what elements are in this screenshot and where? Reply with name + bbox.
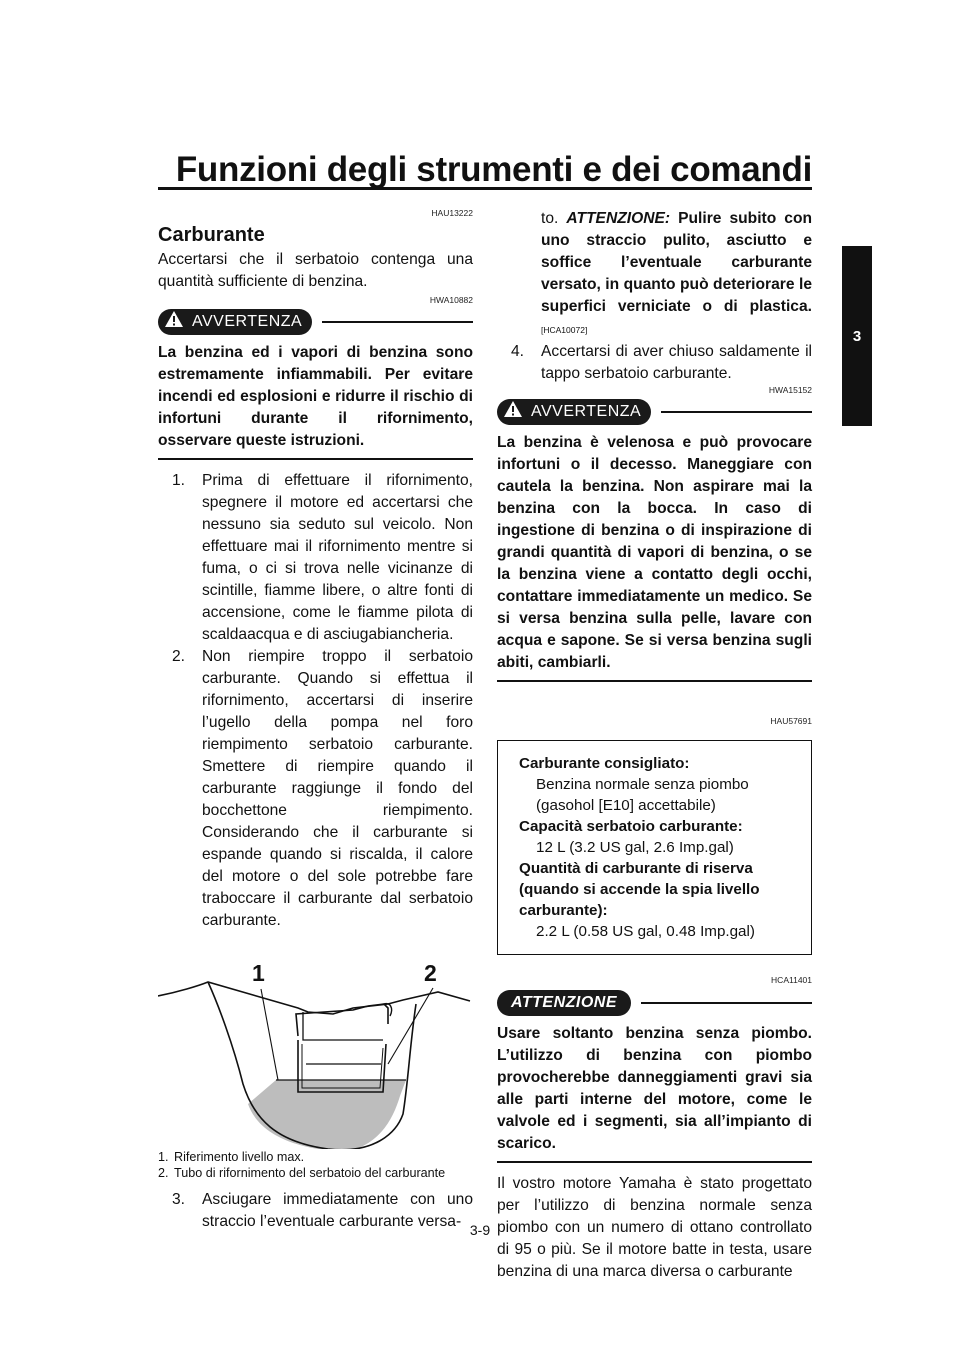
warning-header: AVVERTENZA [497,398,812,426]
warning-rule [322,321,473,323]
ref-code: [HCA10072] [541,325,588,335]
caption-item: 1. Riferimento livello max. [158,1150,305,1164]
ref-code: HWA10882 [429,295,473,305]
ref-code: HAU57691 [770,716,812,726]
warning-triangle-icon [164,310,184,335]
left-column: HAU13222 Carburante Accertarsi che il se… [157,208,473,1233]
ref-code: HWA15152 [768,385,812,395]
ref-code: HAU13222 [431,208,473,218]
warning-triangle-icon [503,400,523,425]
spec-label: Carburante consigliato: [519,755,690,772]
caution-rule [641,1002,812,1004]
caption-item: 2. Tubo di rifornimento del serbatoio de… [158,1166,446,1180]
caution-text: Usare soltanto benzina senza piombo. L’u… [497,1023,812,1163]
figure-label-1: 1 [252,960,265,986]
notice-label: ATTENZIONE: [566,210,671,227]
warning-label: AVVERTENZA [192,313,303,330]
warning-badge: AVVERTENZA [497,399,652,425]
closing-paragraph: Il vostro motore Yamaha è stato progetta… [497,1175,812,1280]
chapter-tab: 3 [842,246,872,426]
spec-label: Capacità serbatoio carburante: [519,818,743,835]
figure-label-2: 2 [424,960,437,986]
list-item: 1. Prima di effettuare il rifornimento, … [172,472,473,643]
warning-header: AVVERTENZA [158,308,473,336]
warning-text: La benzina ed i vapori di benzina sono e… [158,342,473,460]
list-item: 3. Asciugare immediatamente con uno stra… [172,1191,473,1230]
figure-caption: 1. Riferimento livello max. 2. Tubo di r… [158,1149,473,1181]
spec-value: 12 L (3.2 US gal, 2.6 Imp.gal) [536,839,734,856]
warning-text: La benzina è velenosa e può provocare in… [497,432,812,682]
warning-label: AVVERTENZA [531,403,642,420]
caution-badge: ATTENZIONE [497,990,632,1016]
fuel-tank-figure: 1 2 [157,944,473,1151]
ref-code: HCA11401 [771,975,812,985]
page-header-title: Funzioni degli strumenti e dei comandi [175,150,812,189]
right-column: to. ATTENZIONE: Pulire subito con uno st… [497,208,812,1283]
caution-header: ATTENZIONE [497,989,812,1017]
list-item: 2. Non riempire troppo il serbatoio carb… [172,648,473,929]
page-number: 3-9 [469,1222,491,1238]
fuel-spec-box: Carburante consigliato: Benzina normale … [497,740,812,955]
spec-value: 2.2 L (0.58 US gal, 0.48 Imp.gal) [536,923,755,940]
list-item: 4. Accertarsi di aver chiuso saldamente … [511,343,812,382]
spec-value: Benzina normale senza piombo (gasohol [E… [536,776,749,814]
fuel-tank-illustration [157,981,471,1151]
warning-badge: AVVERTENZA [158,309,313,335]
notice-text: Pulire subito con uno straccio pulito, a… [541,210,813,315]
header-rule [158,187,812,190]
list-item-continuation: to. ATTENZIONE: Pulire subito con uno st… [541,210,813,335]
section-title: Carburante [158,224,265,246]
steps-list: 1. Prima di effettuare il rifornimento, … [158,470,473,932]
warning-rule [661,411,812,413]
spec-label: Quantità di carburante di riserva (quand… [519,860,760,919]
intro-text: Accertarsi che il serbatoio contenga una… [158,251,473,290]
